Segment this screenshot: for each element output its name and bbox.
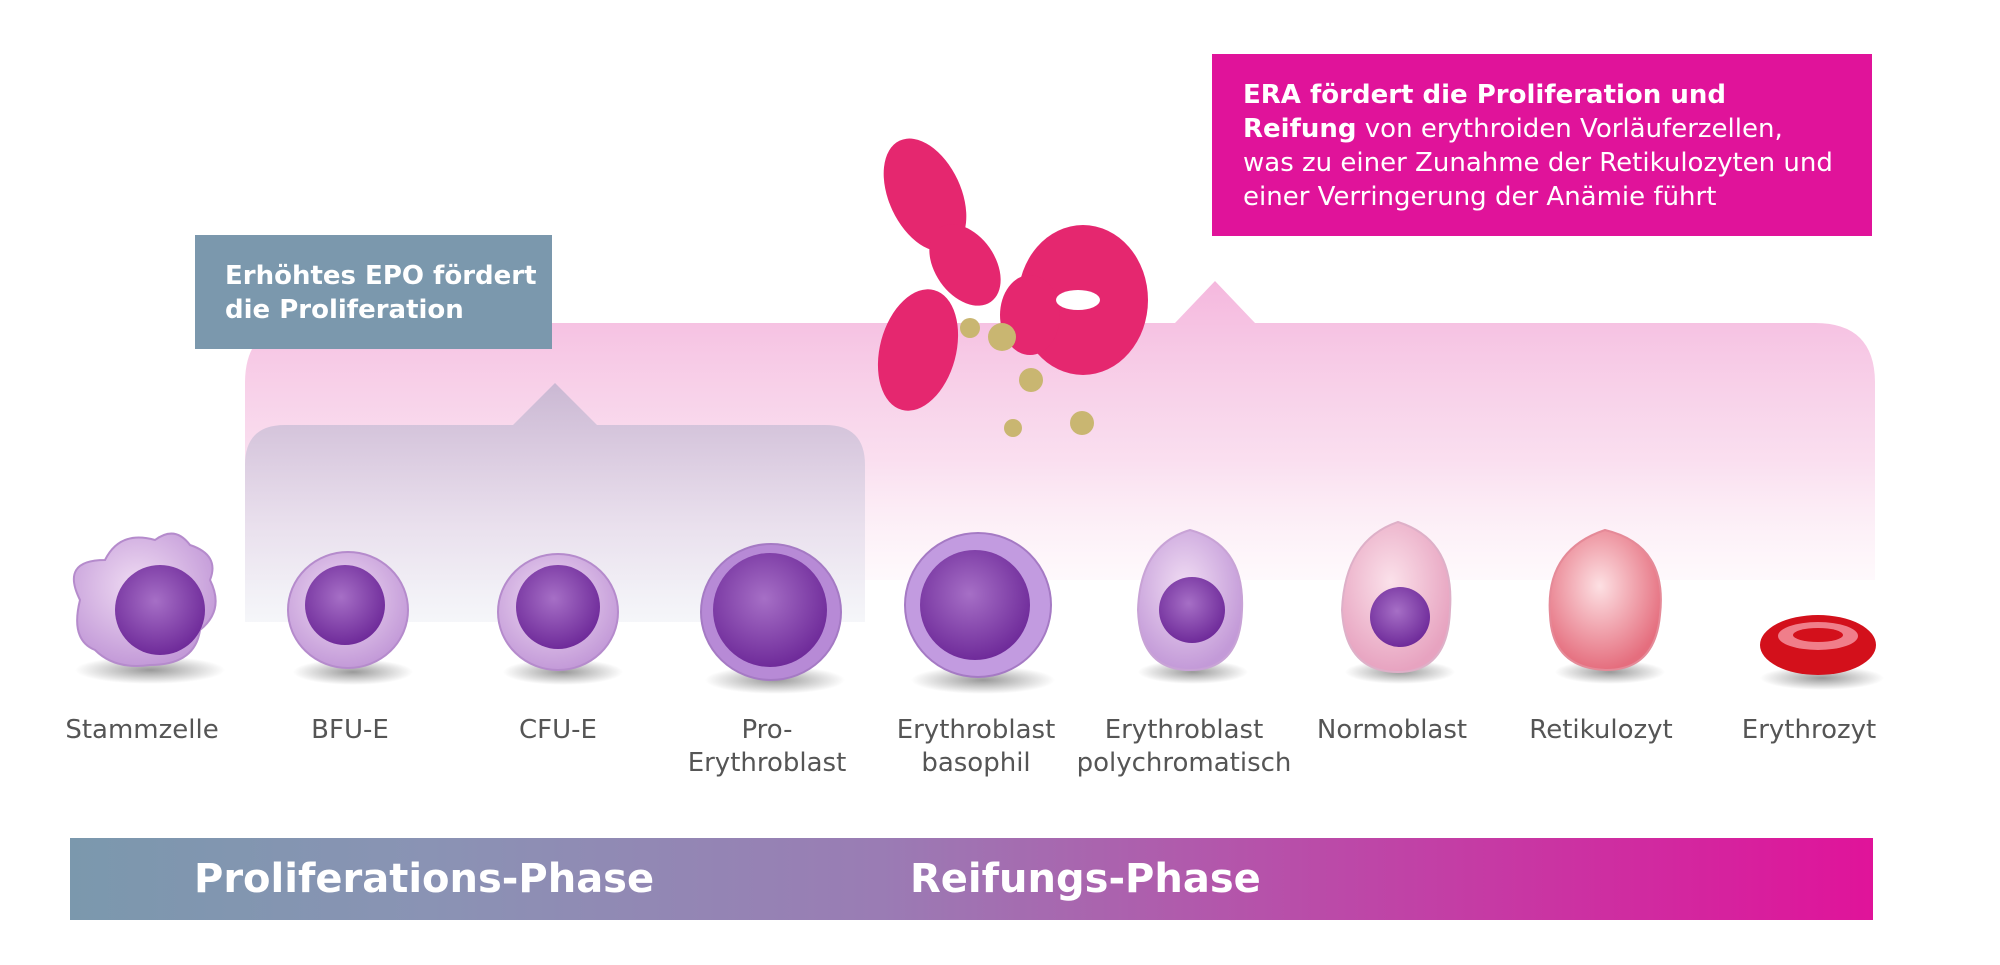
cell-cfu-e	[497, 553, 623, 685]
cell-erythroblast-basophil	[904, 532, 1055, 694]
cell-erythrozyt	[1760, 615, 1884, 690]
cell-label-line1: Erythroblast	[1104, 715, 1264, 745]
cell-label-line2: Erythroblast	[687, 748, 847, 778]
cell-label-line1: Normoblast	[1316, 715, 1468, 745]
era-callout-bold1: ERA fördert die Proliferation und	[1243, 80, 1726, 110]
era-callout-line1: ERA fördert die Proliferation und	[1243, 78, 1846, 112]
cell-retikulozyt	[1548, 528, 1665, 684]
cell-label-erythroblast-polychromatisch: Erythroblast polychromatisch	[1064, 714, 1304, 780]
cell-label-erythrozyt: Erythrozyt	[1689, 714, 1929, 747]
cell-label-retikulozyt: Retikulozyt	[1481, 714, 1721, 747]
era-callout-line4: einer Verringerung der Anämie führt	[1243, 182, 1717, 212]
era-callout-rest2: von erythroiden Vorläuferzellen,	[1356, 114, 1783, 144]
cell-label-line2: basophil	[921, 748, 1031, 778]
phase-bar: Proliferations-Phase Reifungs-Phase	[70, 838, 1873, 920]
epo-callout: Erhöhtes EPO fördert die Proliferation	[195, 235, 552, 349]
cell-label-erythroblast-basophil: Erythroblast basophil	[856, 714, 1096, 780]
cell-label-line1: Retikulozyt	[1529, 715, 1673, 745]
cell-label-normoblast: Normoblast	[1272, 714, 1512, 747]
cell-label-line1: BFU-E	[311, 715, 389, 745]
cell-pro-erythroblast	[700, 543, 845, 694]
cell-label-line1: Erythroblast	[896, 715, 1056, 745]
epo-callout-line1: Erhöhtes EPO fördert	[225, 261, 537, 291]
cell-label-line1: Stammzelle	[65, 715, 219, 745]
era-callout-line2: Reifung von erythroiden Vorläuferzellen,	[1243, 112, 1846, 146]
cell-erythroblast-polychromatisch	[1136, 528, 1248, 684]
cell-bfu-e	[287, 551, 413, 685]
cell-label-line1: Erythrozyt	[1741, 715, 1877, 745]
cell-label-cfu-e: CFU-E	[438, 714, 678, 747]
cell-label-line1: Pro-	[741, 715, 793, 745]
maturation-phase-label: Reifungs-Phase	[910, 856, 1261, 902]
era-callout-bold2: Reifung	[1243, 114, 1357, 144]
era-callout: ERA fördert die Proliferation und Reifun…	[1212, 54, 1872, 236]
cell-stammzelle	[72, 532, 225, 684]
epo-callout-line2: die Proliferation	[225, 295, 464, 325]
cell-label-line2: polychromatisch	[1076, 748, 1292, 778]
proliferation-phase-label: Proliferations-Phase	[194, 856, 655, 902]
cell-label-bfu-e: BFU-E	[230, 714, 470, 747]
cell-label-line1: CFU-E	[519, 715, 597, 745]
cell-label-pro-erythroblast: Pro- Erythroblast	[647, 714, 887, 780]
cell-label-stammzelle: Stammzelle	[22, 714, 262, 747]
proliferation-bracket	[245, 383, 865, 622]
cell-normoblast	[1340, 520, 1455, 684]
era-callout-line3: was zu einer Zunahme der Retikulozyten u…	[1243, 148, 1833, 178]
